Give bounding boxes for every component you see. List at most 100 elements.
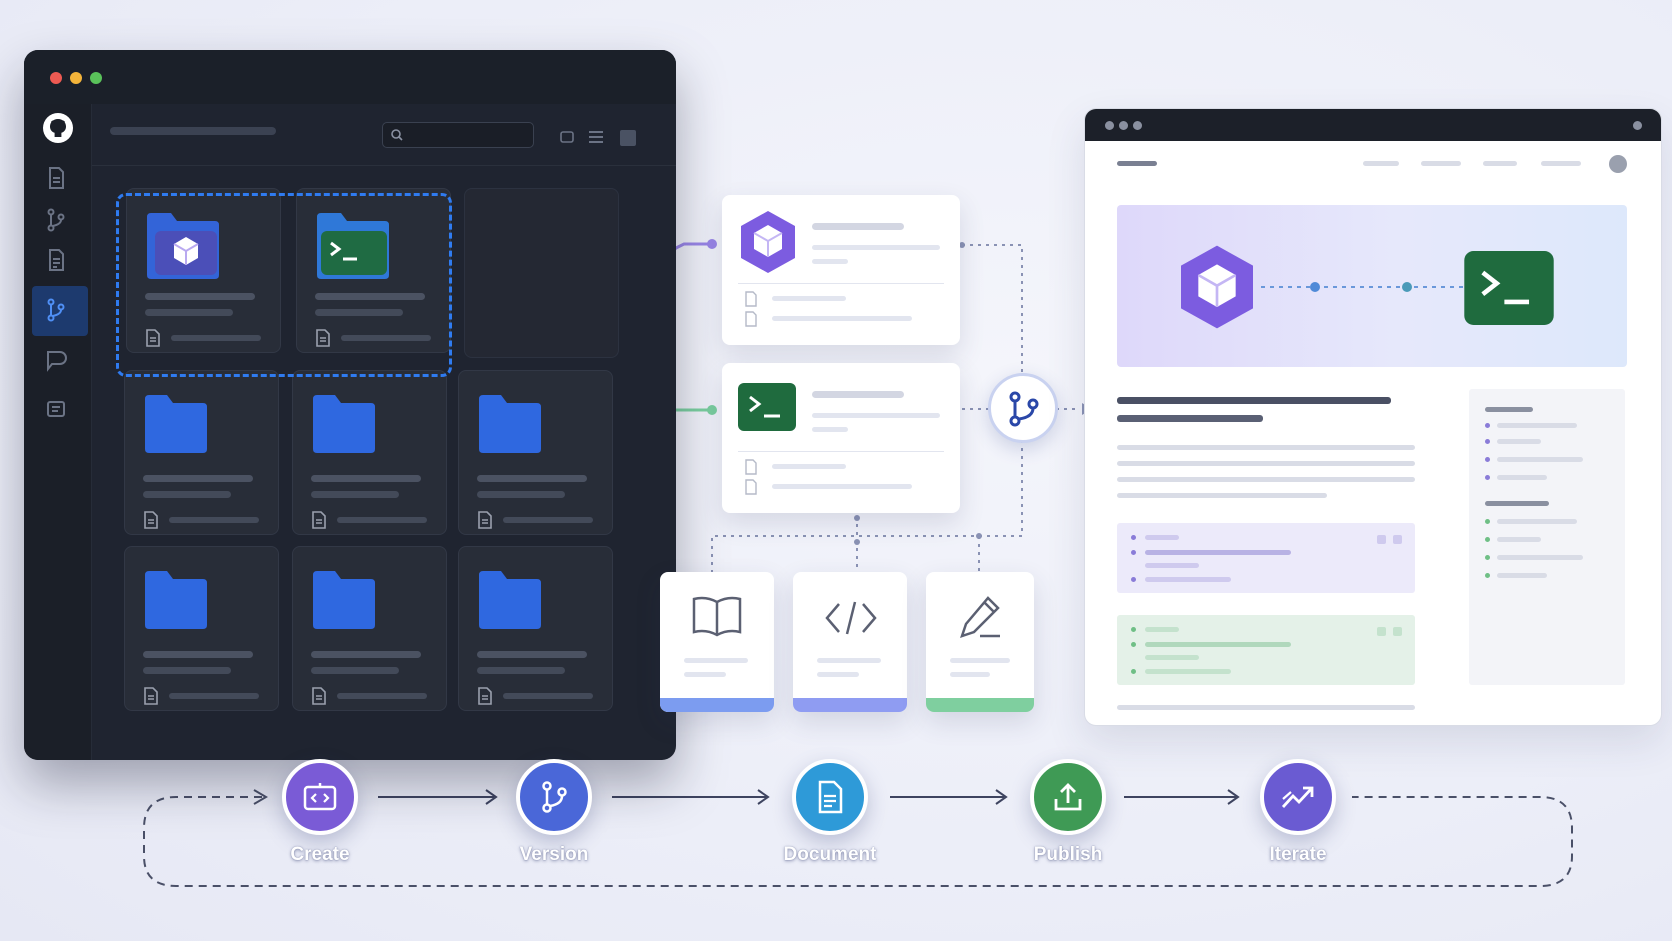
list-view-icon[interactable] bbox=[588, 130, 604, 144]
toc-bullet bbox=[1485, 537, 1490, 542]
toc-bullet bbox=[1485, 573, 1490, 578]
branch-icon bbox=[542, 781, 567, 813]
repository-tile[interactable] bbox=[124, 546, 279, 711]
branch-icon[interactable] bbox=[42, 206, 70, 234]
step-iterate[interactable] bbox=[1260, 759, 1336, 835]
nav-link-placeholder[interactable] bbox=[1363, 161, 1399, 166]
minimize-window-dot[interactable] bbox=[70, 72, 82, 84]
bullet-dot bbox=[1131, 642, 1136, 647]
repository-tile-package[interactable] bbox=[126, 188, 281, 353]
package-card[interactable] bbox=[722, 195, 960, 345]
hero-banner bbox=[1117, 205, 1627, 367]
toc-item[interactable] bbox=[1497, 573, 1547, 578]
tile-title-placeholder bbox=[477, 475, 587, 482]
copy-button[interactable] bbox=[1377, 535, 1386, 544]
site-logo-placeholder bbox=[1117, 161, 1157, 166]
code-icon bbox=[825, 601, 877, 635]
toc-item[interactable] bbox=[1497, 537, 1541, 542]
tile-subtitle-placeholder bbox=[311, 491, 399, 498]
terminal-card[interactable] bbox=[722, 363, 960, 513]
step-document-label: Document bbox=[783, 844, 877, 865]
card-accent-bar bbox=[926, 698, 1034, 712]
repository-tile[interactable] bbox=[292, 370, 447, 535]
toc-heading bbox=[1485, 407, 1533, 412]
close-window-dot[interactable] bbox=[50, 72, 62, 84]
dotted-merge-down bbox=[711, 440, 1023, 572]
browser-dot[interactable] bbox=[1105, 121, 1114, 130]
grid-view-icon[interactable] bbox=[620, 130, 636, 146]
card-line-placeholder bbox=[950, 672, 990, 677]
copy-button[interactable] bbox=[1377, 627, 1386, 636]
toc-item[interactable] bbox=[1497, 519, 1577, 524]
toc-item[interactable] bbox=[1497, 423, 1577, 428]
nav-link-placeholder[interactable] bbox=[1483, 161, 1517, 166]
code-card[interactable] bbox=[793, 572, 907, 712]
repository-tile[interactable] bbox=[458, 370, 613, 535]
document-icon bbox=[745, 291, 757, 307]
file-icon[interactable] bbox=[42, 164, 70, 192]
bullet-dot bbox=[1131, 577, 1136, 582]
toc-bullet bbox=[1485, 439, 1490, 444]
document-icon bbox=[312, 687, 326, 705]
card-line-placeholder bbox=[812, 427, 848, 432]
code-line bbox=[1145, 550, 1291, 555]
expand-button[interactable] bbox=[1393, 627, 1402, 636]
browser-dot[interactable] bbox=[1119, 121, 1128, 130]
tile-meta-placeholder bbox=[171, 335, 261, 341]
document-icon bbox=[818, 780, 843, 814]
repository-tile[interactable] bbox=[292, 546, 447, 711]
toc-item[interactable] bbox=[1497, 475, 1547, 480]
step-create[interactable] bbox=[282, 759, 358, 835]
browser-dot[interactable] bbox=[1133, 121, 1142, 130]
settings-panel-icon[interactable] bbox=[42, 396, 70, 424]
terminal-icon bbox=[738, 383, 796, 431]
browser-menu-dot[interactable] bbox=[1633, 121, 1642, 130]
code-block-green bbox=[1117, 615, 1415, 685]
docs-card[interactable] bbox=[660, 572, 774, 712]
nav-link-placeholder[interactable] bbox=[1421, 161, 1461, 166]
tile-title-placeholder bbox=[311, 651, 421, 658]
article-title-placeholder bbox=[1117, 397, 1391, 404]
document-icon bbox=[312, 511, 326, 529]
toc-item[interactable] bbox=[1497, 457, 1583, 462]
nav-link-placeholder[interactable] bbox=[1541, 161, 1581, 166]
repository-tile-terminal[interactable] bbox=[296, 188, 451, 353]
repository-tile-empty[interactable] bbox=[464, 188, 619, 358]
repository-header bbox=[92, 104, 676, 166]
edit-card[interactable] bbox=[926, 572, 1034, 712]
repository-tile[interactable] bbox=[458, 546, 613, 711]
toc-item[interactable] bbox=[1497, 439, 1541, 444]
tile-meta-placeholder bbox=[169, 517, 259, 523]
actions-icon[interactable] bbox=[42, 346, 70, 374]
document-icon[interactable] bbox=[42, 246, 70, 274]
document-icon bbox=[745, 459, 757, 475]
folder-icon bbox=[145, 395, 207, 453]
document-icon bbox=[478, 687, 492, 705]
bullet-dot bbox=[1131, 669, 1136, 674]
code-line bbox=[1145, 627, 1179, 632]
expand-button[interactable] bbox=[1393, 535, 1402, 544]
step-document[interactable] bbox=[792, 759, 868, 835]
window-toggle-icon[interactable] bbox=[560, 130, 574, 144]
code-block-purple bbox=[1117, 523, 1415, 593]
junction-dot bbox=[854, 515, 860, 521]
step-publish[interactable] bbox=[1030, 759, 1106, 835]
repository-sidebar bbox=[24, 104, 92, 760]
toc-item[interactable] bbox=[1497, 555, 1583, 560]
tile-subtitle-placeholder bbox=[311, 667, 399, 674]
maximize-window-dot[interactable] bbox=[90, 72, 102, 84]
tile-subtitle-placeholder bbox=[143, 667, 231, 674]
workflow-arrows bbox=[378, 789, 1240, 805]
avatar[interactable] bbox=[1609, 155, 1627, 173]
toc-bullet bbox=[1485, 423, 1490, 428]
repository-tile[interactable] bbox=[124, 370, 279, 535]
search-input[interactable] bbox=[382, 122, 534, 148]
merge-node[interactable] bbox=[988, 373, 1058, 443]
tile-subtitle-placeholder bbox=[315, 309, 403, 316]
step-version[interactable] bbox=[516, 759, 592, 835]
document-icon bbox=[745, 311, 757, 327]
card-line-placeholder bbox=[812, 245, 940, 250]
github-icon[interactable] bbox=[42, 112, 74, 144]
pull-request-icon[interactable] bbox=[42, 296, 70, 324]
tile-title-placeholder bbox=[143, 475, 253, 482]
